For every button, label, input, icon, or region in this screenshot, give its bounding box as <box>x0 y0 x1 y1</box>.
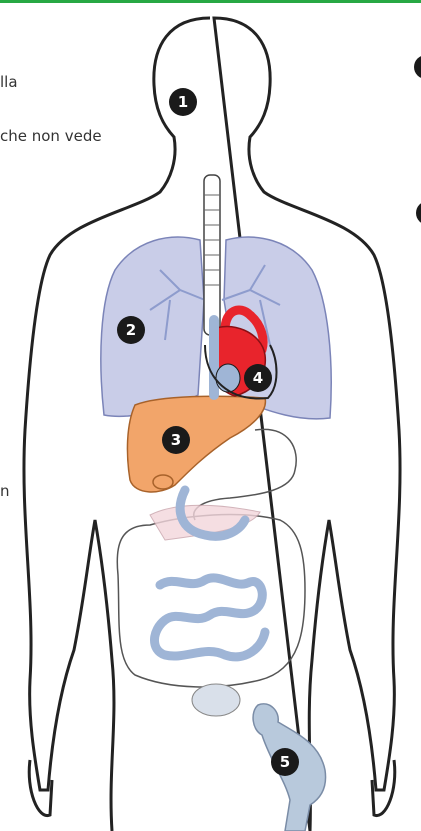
marker-5: 5 <box>271 748 299 776</box>
bladder <box>192 684 240 716</box>
marker-3-label: 3 <box>171 431 181 449</box>
marker-1-label: 1 <box>178 93 188 111</box>
cropped-marker-right <box>416 201 421 225</box>
marker-2-label: 2 <box>126 321 136 339</box>
small-intestine <box>154 578 265 657</box>
marker-5-label: 5 <box>280 753 290 771</box>
cropped-marker-top-right <box>414 55 421 79</box>
heart-vein <box>216 364 240 392</box>
marker-1: 1 <box>169 88 197 116</box>
gallbladder <box>153 475 173 489</box>
liver <box>127 396 265 492</box>
marker-3: 3 <box>162 426 190 454</box>
marker-4-label: 4 <box>253 369 263 387</box>
left-lung <box>101 237 204 416</box>
marker-2: 2 <box>117 316 145 344</box>
marker-4: 4 <box>244 364 272 392</box>
